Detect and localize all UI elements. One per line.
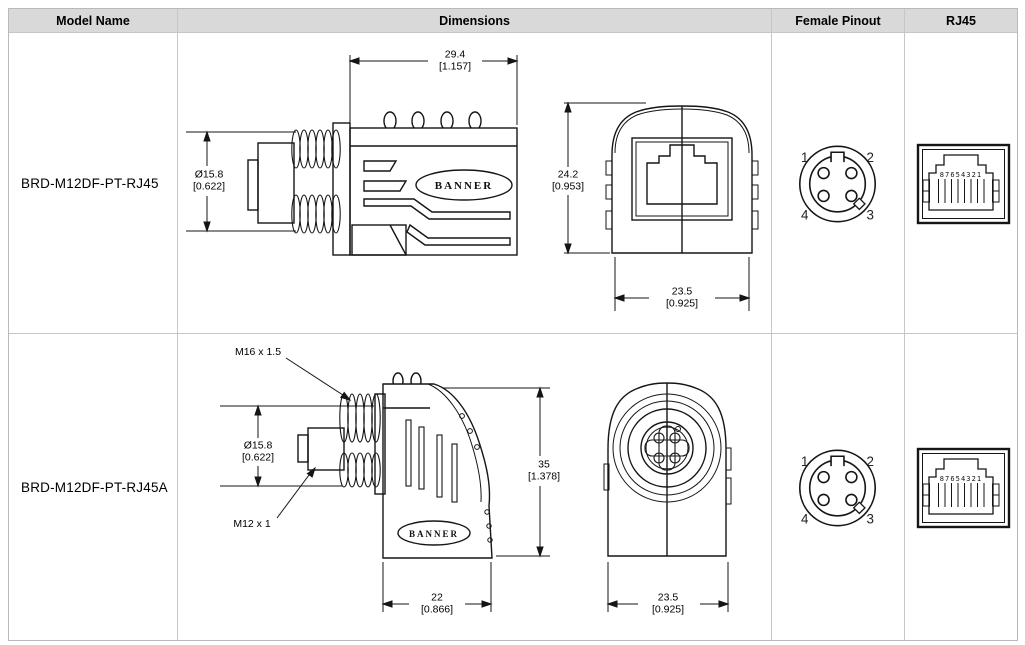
pin-label-2: 2 <box>867 454 874 469</box>
dimension-lines <box>220 357 730 612</box>
side-view-drawing <box>297 372 493 559</box>
rj45-pin-numbers: 87654321 <box>940 475 983 483</box>
dimension-lines <box>186 55 751 311</box>
pin-label-3: 3 <box>867 512 874 527</box>
pin-label-2: 2 <box>867 150 874 165</box>
dim-width-bottom: 23.5 [0.925] <box>662 285 702 311</box>
model-name: BRD-M12DF-PT-RJ45A <box>21 479 168 495</box>
banner-logo: BANNER <box>435 180 493 192</box>
dim-mm: 22 <box>431 591 443 604</box>
female-pinout-diagram: 1 2 3 4 <box>798 145 877 223</box>
spec-table: Model Name Dimensions Female Pinout RJ45… <box>8 8 1018 641</box>
dim-in: [1.378] <box>527 471 561 483</box>
dim-mm: 35 <box>538 458 550 471</box>
dim-in: [0.953] <box>551 181 585 193</box>
dim-thread: M12 x 1 <box>233 517 271 530</box>
dim-height-right: 24.2 [0.953] <box>548 168 588 194</box>
dim-mm: 24.2 <box>557 168 579 181</box>
dimensions-cell: BANNER <box>178 33 772 334</box>
header-label: Model Name <box>56 13 130 28</box>
rj45-cell: 87654321 <box>905 334 1017 640</box>
dim-in: [0.866] <box>420 604 454 616</box>
dim-height-right: 35 [1.378] <box>524 458 564 484</box>
header-cell-rj45: RJ45 <box>905 9 1017 33</box>
header-label: Dimensions <box>439 13 510 28</box>
dim-mm: Ø15.8 <box>194 168 224 181</box>
pinout-cell: 1 2 3 4 <box>772 33 905 334</box>
header-label: Female Pinout <box>795 13 881 28</box>
model-cell: BRD-M12DF-PT-RJ45A <box>9 334 178 640</box>
dim-mm: 23.5 <box>671 285 693 298</box>
dim-mm: 29.4 <box>444 48 466 61</box>
rj45-jack-icon: 87654321 <box>916 447 1011 529</box>
pin-label-3: 3 <box>867 208 874 223</box>
model-cell: BRD-M12DF-PT-RJ45 <box>9 33 178 334</box>
dim-width-bottom-front: 23.5 [0.925] <box>648 591 688 617</box>
female-pinout-diagram: 1 2 3 4 <box>798 449 877 527</box>
dim-mm: 23.5 <box>657 591 679 604</box>
banner-logo: BANNER <box>409 529 459 539</box>
header-cell-model-name: Model Name <box>9 9 178 33</box>
pin-label-1: 1 <box>801 454 808 469</box>
header-cell-female-pinout: Female Pinout <box>772 9 905 33</box>
rj45-jack-icon: 87654321 <box>916 143 1011 225</box>
dim-in: [1.157] <box>438 61 472 73</box>
pin-label-4: 4 <box>801 512 809 527</box>
dim-thread-top: M16 x 1.5 <box>231 345 285 359</box>
dim-thread: M16 x 1.5 <box>234 345 282 358</box>
dim-mm: Ø15.8 <box>243 439 273 452</box>
dimensions-cell: BANNER <box>178 334 772 640</box>
dim-in: [0.925] <box>651 604 685 616</box>
dim-width-bottom-side: 22 [0.866] <box>417 591 457 617</box>
header-label: RJ45 <box>946 13 976 28</box>
front-view-drawing <box>605 105 759 254</box>
rj45-pin-numbers: 87654321 <box>940 171 983 179</box>
pinout-cell: 1 2 3 4 <box>772 334 905 640</box>
dimension-drawing-straight: BANNER <box>186 55 759 311</box>
pin-label-4: 4 <box>801 208 809 223</box>
pin-label-1: 1 <box>801 150 808 165</box>
dim-thread-bottom: M12 x 1 <box>230 517 274 531</box>
dim-width-top: 29.4 [1.157] <box>435 48 475 74</box>
rj45-cell: 87654321 <box>905 33 1017 334</box>
model-name: BRD-M12DF-PT-RJ45 <box>21 175 159 191</box>
dim-in: [0.622] <box>192 181 226 193</box>
front-view-drawing <box>603 382 732 557</box>
dimension-drawing-right-angle: BANNER <box>220 357 732 612</box>
side-view-drawing <box>247 111 518 256</box>
dim-diameter: Ø15.8 [0.622] <box>238 439 278 465</box>
dim-in: [0.622] <box>241 452 275 464</box>
dim-diameter: Ø15.8 [0.622] <box>189 168 229 194</box>
header-cell-dimensions: Dimensions <box>178 9 772 33</box>
dim-in: [0.925] <box>665 298 699 310</box>
